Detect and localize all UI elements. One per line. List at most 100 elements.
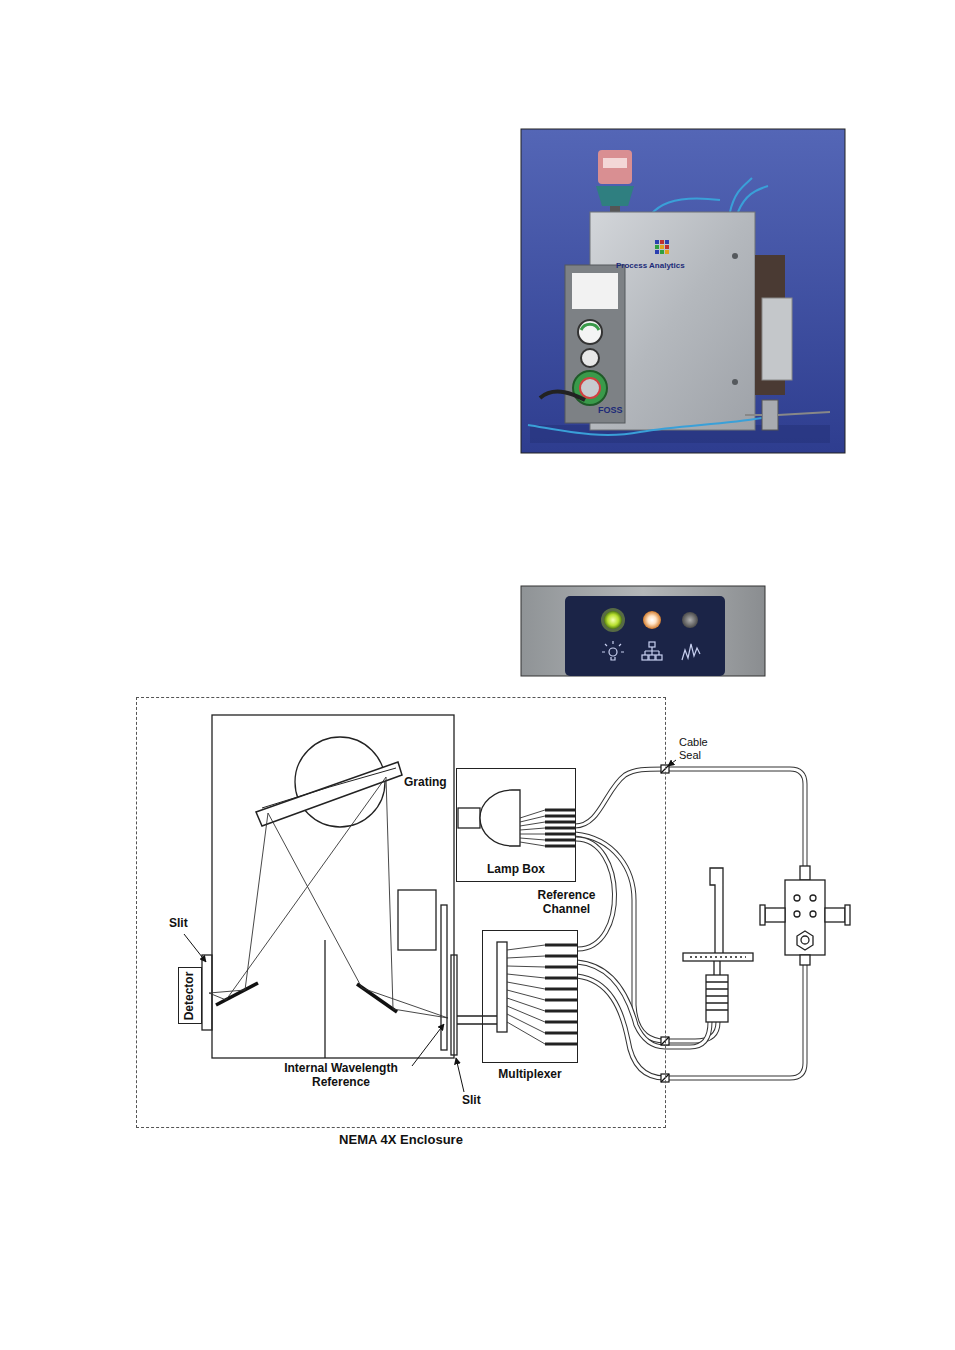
flow-cell-drawing [794,911,800,917]
status-led-photo [609,648,617,656]
brand-text: FOSS [598,405,623,415]
status-led-photo [656,655,662,660]
spectrometer-drawing [451,955,457,1055]
spectrometer-drawing [441,905,447,1050]
analyzer-photo [665,250,669,254]
flow-cell-drawing [765,908,785,922]
spectrometer-drawing [216,983,258,1005]
spectrometer-drawing [457,1016,497,1024]
node-label: Lamp Box [487,863,545,877]
analyzer-photo [762,400,778,430]
status-led-photo [604,611,622,629]
analyzer-photo [581,349,599,367]
spectrometer-drawing [212,715,454,1058]
status-led-photo [682,612,698,628]
analyzer-photo [745,412,830,415]
analyzer-photo [528,418,762,435]
analyzer-photo [655,240,659,244]
status-led-photo [602,641,624,652]
lamp-drawing [458,808,480,828]
spectrometer-drawing [209,990,245,1000]
cable-seal-symbol [661,1037,669,1045]
multiplexer-drawing [497,942,507,1032]
probe-drawing [714,961,720,975]
node-label: NEMA 4X Enclosure [339,1133,463,1148]
analyzer-photo [732,253,738,259]
probe-drawing [683,953,753,961]
multiplexer-drawing [545,945,577,1044]
analyzer-photo [732,379,738,385]
cable-seal-symbol [661,1037,669,1045]
node-label: Detector [183,971,197,1020]
fiber-cable [577,962,710,1047]
cable-seal-symbol [661,1074,669,1082]
flow-cell-drawing [810,911,816,917]
status-led-photo [645,647,659,655]
spectrometer-drawing [268,777,393,1009]
fiber-cable [577,962,710,1047]
status-led-photo [521,586,765,676]
leader-line [668,760,676,766]
status-led-photo [521,586,765,676]
spectrometer-drawing [202,715,497,1058]
lamp-drawing [480,790,520,846]
flow-cell-drawing [794,895,800,901]
cable-seal-symbol [661,1074,669,1082]
lamp-drawing [458,790,575,846]
fiber-cable [577,965,805,1078]
status-led-photo [601,608,625,632]
analyzer-photo [738,186,768,212]
analyzer-photo [521,129,845,453]
flow-cell-drawing [810,895,816,901]
status-led-photo [642,655,648,660]
analyzer-photo [573,371,607,405]
node-label: Multiplexer [498,1068,561,1082]
analyzer-photo [572,273,618,309]
logo-text: Process Analytics [616,261,685,270]
cable-seal-symbol [661,765,669,1082]
fiber-cable [575,834,718,1041]
status-led-photo [602,641,700,660]
analyzer-photo [540,392,585,400]
multiplexer-drawing [497,942,577,1044]
analyzer-photo [521,129,845,453]
fiber-cable [577,965,805,1078]
analyzer-photo [660,250,664,254]
detector-box: Detector [178,967,202,1024]
analyzer-photo [655,245,659,249]
flow-cell-drawing [825,908,845,922]
analyzer-photo [665,240,669,244]
analyzer-photo [603,158,627,168]
fiber-cable [575,769,805,868]
part-label: Slit [168,917,189,931]
analyzer-photo [565,265,625,423]
edge-label: Reference Channel [533,889,601,917]
leader-line [412,1024,444,1066]
leader-line [184,934,206,962]
flow-cell-drawing [785,880,825,955]
status-led-photo [649,642,655,647]
multiplexer-box: Multiplexer [482,930,578,1063]
probe-drawing [710,868,723,958]
spectrometer-drawing [398,890,436,950]
lamp-drawing [545,810,575,846]
spectrometer-drawing [362,988,448,1018]
status-led-photo [565,596,725,676]
lamp-drawing [520,810,545,846]
part-label: Cable Seal [678,736,720,761]
flow-cell-drawing [801,936,809,944]
flow-cell-drawing [760,905,765,925]
cable-seal-symbol [661,765,669,773]
analyzer-photo [660,240,664,244]
flow-cell-drawing [797,931,813,950]
analyzer-photo [580,378,600,398]
leader-line [184,760,676,1092]
probe-drawing [706,975,728,1022]
cable-seal-symbol [661,765,669,773]
probe-drawing [706,982,728,1010]
analyzer-photo [578,320,602,344]
